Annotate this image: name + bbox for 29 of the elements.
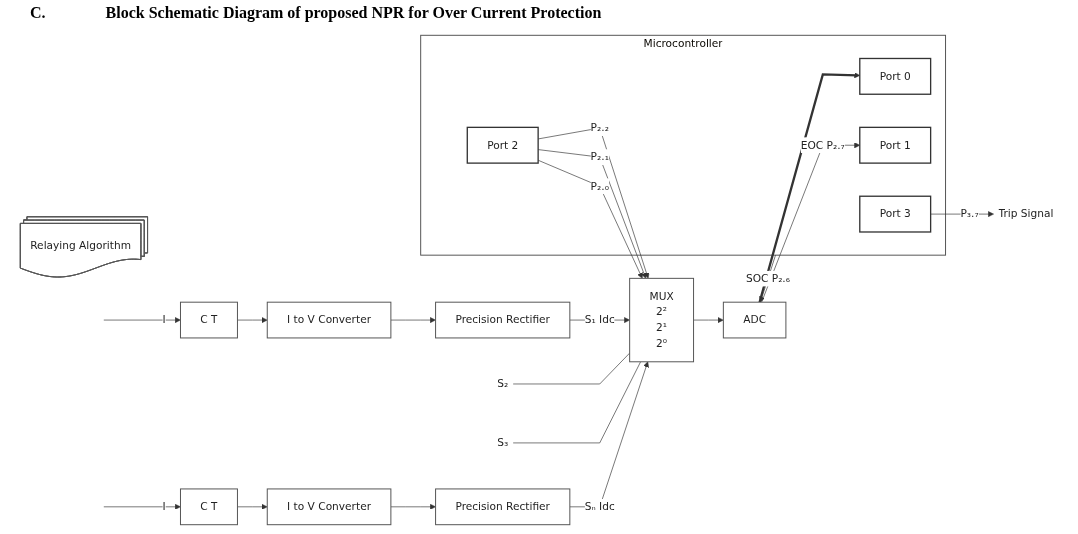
node-box: Port 3	[858, 195, 931, 233]
node-box: Precision Rectifier	[434, 488, 570, 526]
connector	[512, 361, 641, 444]
node-box: Precision Rectifier	[434, 301, 570, 339]
edge-label: P₂.₀	[590, 179, 609, 193]
node-text: Trip Signal	[998, 207, 1054, 221]
node-text: S₃	[496, 436, 508, 449]
edge-label: SOC P₂.₆	[745, 272, 790, 285]
edge-label: S₁ Idc	[584, 313, 615, 327]
section-number: C.	[30, 4, 46, 23]
edge-label: Sₙ Idc	[584, 500, 615, 513]
node-box: I to V Converter	[266, 301, 392, 339]
node-box: Port 2	[466, 126, 539, 164]
node-box: I to V Converter	[266, 488, 392, 526]
node-box: C T	[179, 301, 238, 339]
node-box: Port 0	[858, 57, 931, 95]
node-box: Port 1	[858, 126, 931, 164]
edge-label: P₂.₁	[590, 150, 609, 164]
edge-label: EOC P₂.₇	[800, 138, 845, 152]
edge-label: I	[162, 500, 166, 513]
node-text: S₂	[496, 377, 508, 390]
edge-label: P₂.₂	[590, 121, 609, 134]
node-box: C T	[179, 488, 238, 526]
node-box: ADC	[722, 301, 787, 339]
edge-label: I	[162, 313, 166, 327]
edge-label: P₃.₇	[960, 207, 979, 221]
diagram-title: Block Schematic Diagram of proposed NPR for Over Current Protection	[105, 4, 602, 24]
node-box: MUX 2² 2¹ 2⁰	[628, 277, 694, 363]
connector	[512, 352, 630, 385]
